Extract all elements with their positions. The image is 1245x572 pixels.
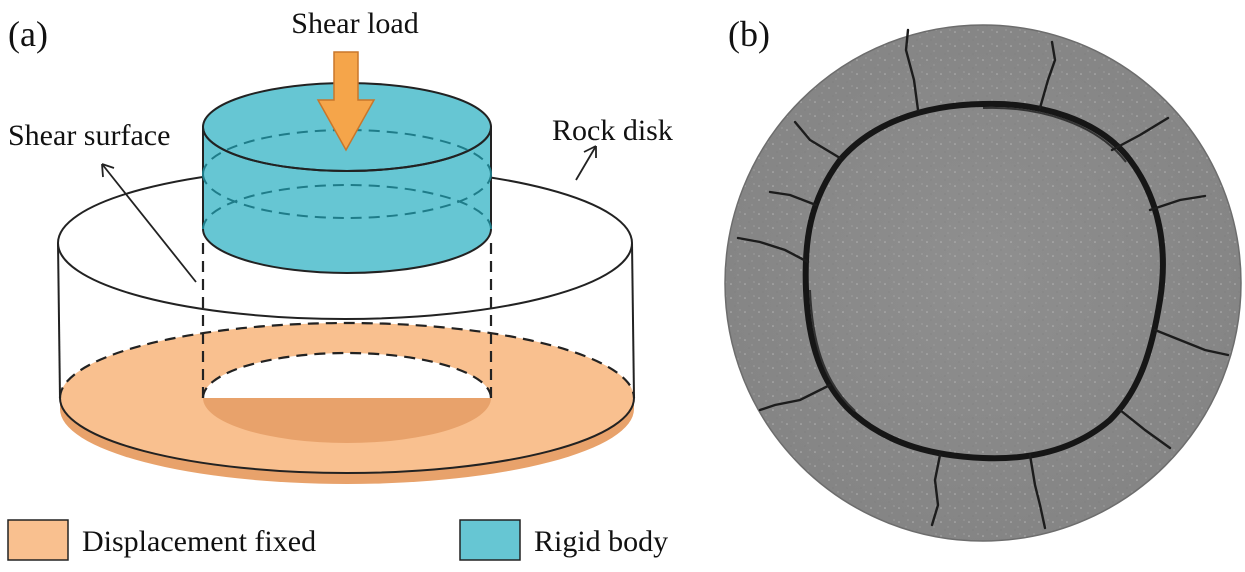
shear-surface-arrowhead — [101, 163, 115, 178]
radial-crack-10 — [736, 236, 810, 264]
rock-disk-leader — [575, 145, 597, 181]
panel-b-label: (b) — [728, 14, 770, 54]
rock-disk-right-edge — [631, 242, 635, 399]
rigid-body-mid-back — [202, 129, 492, 175]
shear-surface-label: Shear surface — [8, 119, 170, 152]
rock-specimen-photo — [724, 24, 1242, 542]
radial-crack-4 — [1148, 194, 1207, 212]
shear-load-arrow — [316, 51, 376, 152]
fixed-ring-inner-back — [201, 351, 493, 399]
fixed-ring-back-outline — [58, 321, 636, 399]
shear-load-label: Shear load — [291, 7, 418, 40]
rigid-body-mid-front — [202, 173, 492, 219]
shear-surface-leader — [101, 163, 197, 283]
panel-b: (b) — [724, 14, 1242, 542]
panel-a-label: (a) — [8, 14, 48, 54]
legend: Displacement fixed Rigid body — [7, 519, 668, 561]
fixed-ring-front-outline — [59, 397, 635, 474]
rock-disk-arrowhead — [583, 145, 597, 158]
circular-shear-crack — [802, 100, 1166, 462]
radial-crack-8 — [930, 453, 942, 527]
legend-swatch-rigid — [459, 519, 521, 561]
radial-crack-7 — [1028, 453, 1047, 530]
rock-disk-label: Rock disk — [552, 114, 673, 147]
radial-crack-1 — [904, 28, 920, 112]
specimen-rim — [724, 24, 1242, 542]
radial-crack-6 — [1118, 408, 1172, 450]
radial-crack-12 — [768, 190, 818, 207]
rigid-body-bottom-back — [202, 184, 492, 230]
rigid-body-top-front — [202, 126, 492, 172]
legend-label-rigid: Rigid body — [534, 525, 668, 558]
radial-crack-9 — [758, 383, 832, 412]
radial-crack-11 — [793, 120, 842, 160]
radial-crack-5 — [1153, 328, 1230, 357]
panel-a: (a) Shear load — [7, 7, 673, 561]
rock-disk-left-edge — [57, 242, 61, 399]
legend-swatch-fixed — [7, 519, 69, 561]
radial-cracks — [736, 28, 1230, 530]
legend-label-fixed: Displacement fixed — [82, 525, 316, 558]
radial-crack-3 — [1110, 116, 1170, 152]
radial-crack-2 — [1038, 40, 1057, 110]
displacement-fixed-ring — [58, 321, 636, 484]
